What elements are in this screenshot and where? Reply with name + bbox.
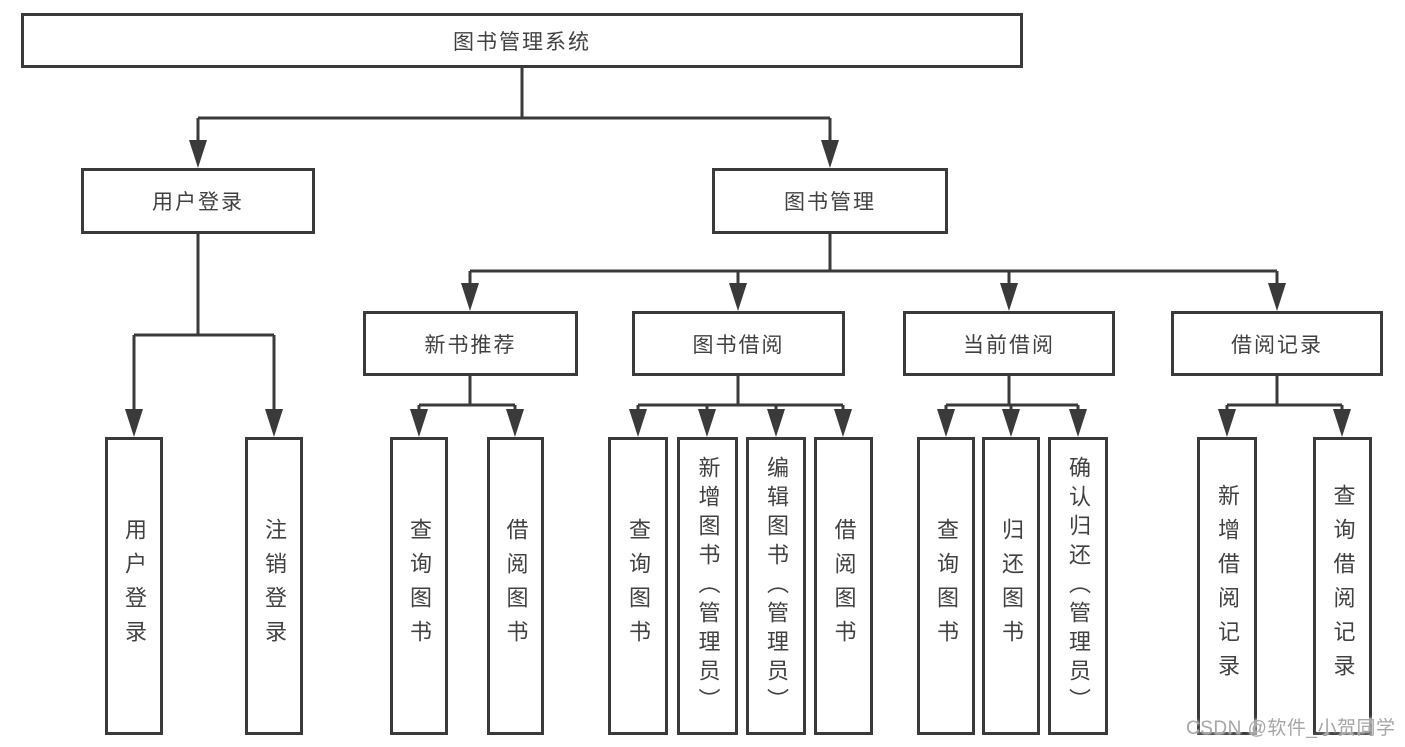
node-new-book-recommendation: 新书推荐 bbox=[363, 311, 578, 376]
node-user-login: 用户登录 bbox=[81, 168, 315, 234]
leaf-borrow-books-borrowing: 借阅图书 bbox=[814, 437, 873, 735]
node-borrowing-records: 借阅记录 bbox=[1171, 311, 1383, 376]
leaf-add-book-admin: 新增图书（管理员） bbox=[677, 437, 738, 735]
leaf-query-books-newbook: 查询图书 bbox=[390, 437, 448, 735]
leaf-borrow-books-newbook: 借阅图书 bbox=[487, 437, 544, 735]
leaf-edit-book-admin: 编辑图书（管理员） bbox=[746, 437, 806, 735]
node-library-management-system: 图书管理系统 bbox=[21, 13, 1023, 68]
leaf-add-borrow-record: 新增借阅记录 bbox=[1197, 437, 1257, 735]
arrowheads bbox=[125, 140, 1351, 437]
leaf-return-books: 归还图书 bbox=[982, 437, 1040, 735]
leaf-user-login: 用户登录 bbox=[105, 437, 163, 735]
leaf-query-borrow-record: 查询借阅记录 bbox=[1313, 437, 1372, 735]
node-book-management: 图书管理 bbox=[712, 168, 948, 234]
csdn-watermark: CSDN @软件_小贺同学 bbox=[1186, 718, 1396, 739]
leaf-confirm-return-admin: 确认归还（管理员） bbox=[1048, 437, 1108, 735]
leaf-logout: 注销登录 bbox=[245, 437, 303, 735]
leaf-query-books-current: 查询图书 bbox=[917, 437, 975, 735]
node-book-borrowing: 图书借阅 bbox=[632, 311, 845, 376]
node-current-borrowing: 当前借阅 bbox=[903, 311, 1115, 376]
leaf-query-books-borrowing: 查询图书 bbox=[608, 437, 668, 735]
